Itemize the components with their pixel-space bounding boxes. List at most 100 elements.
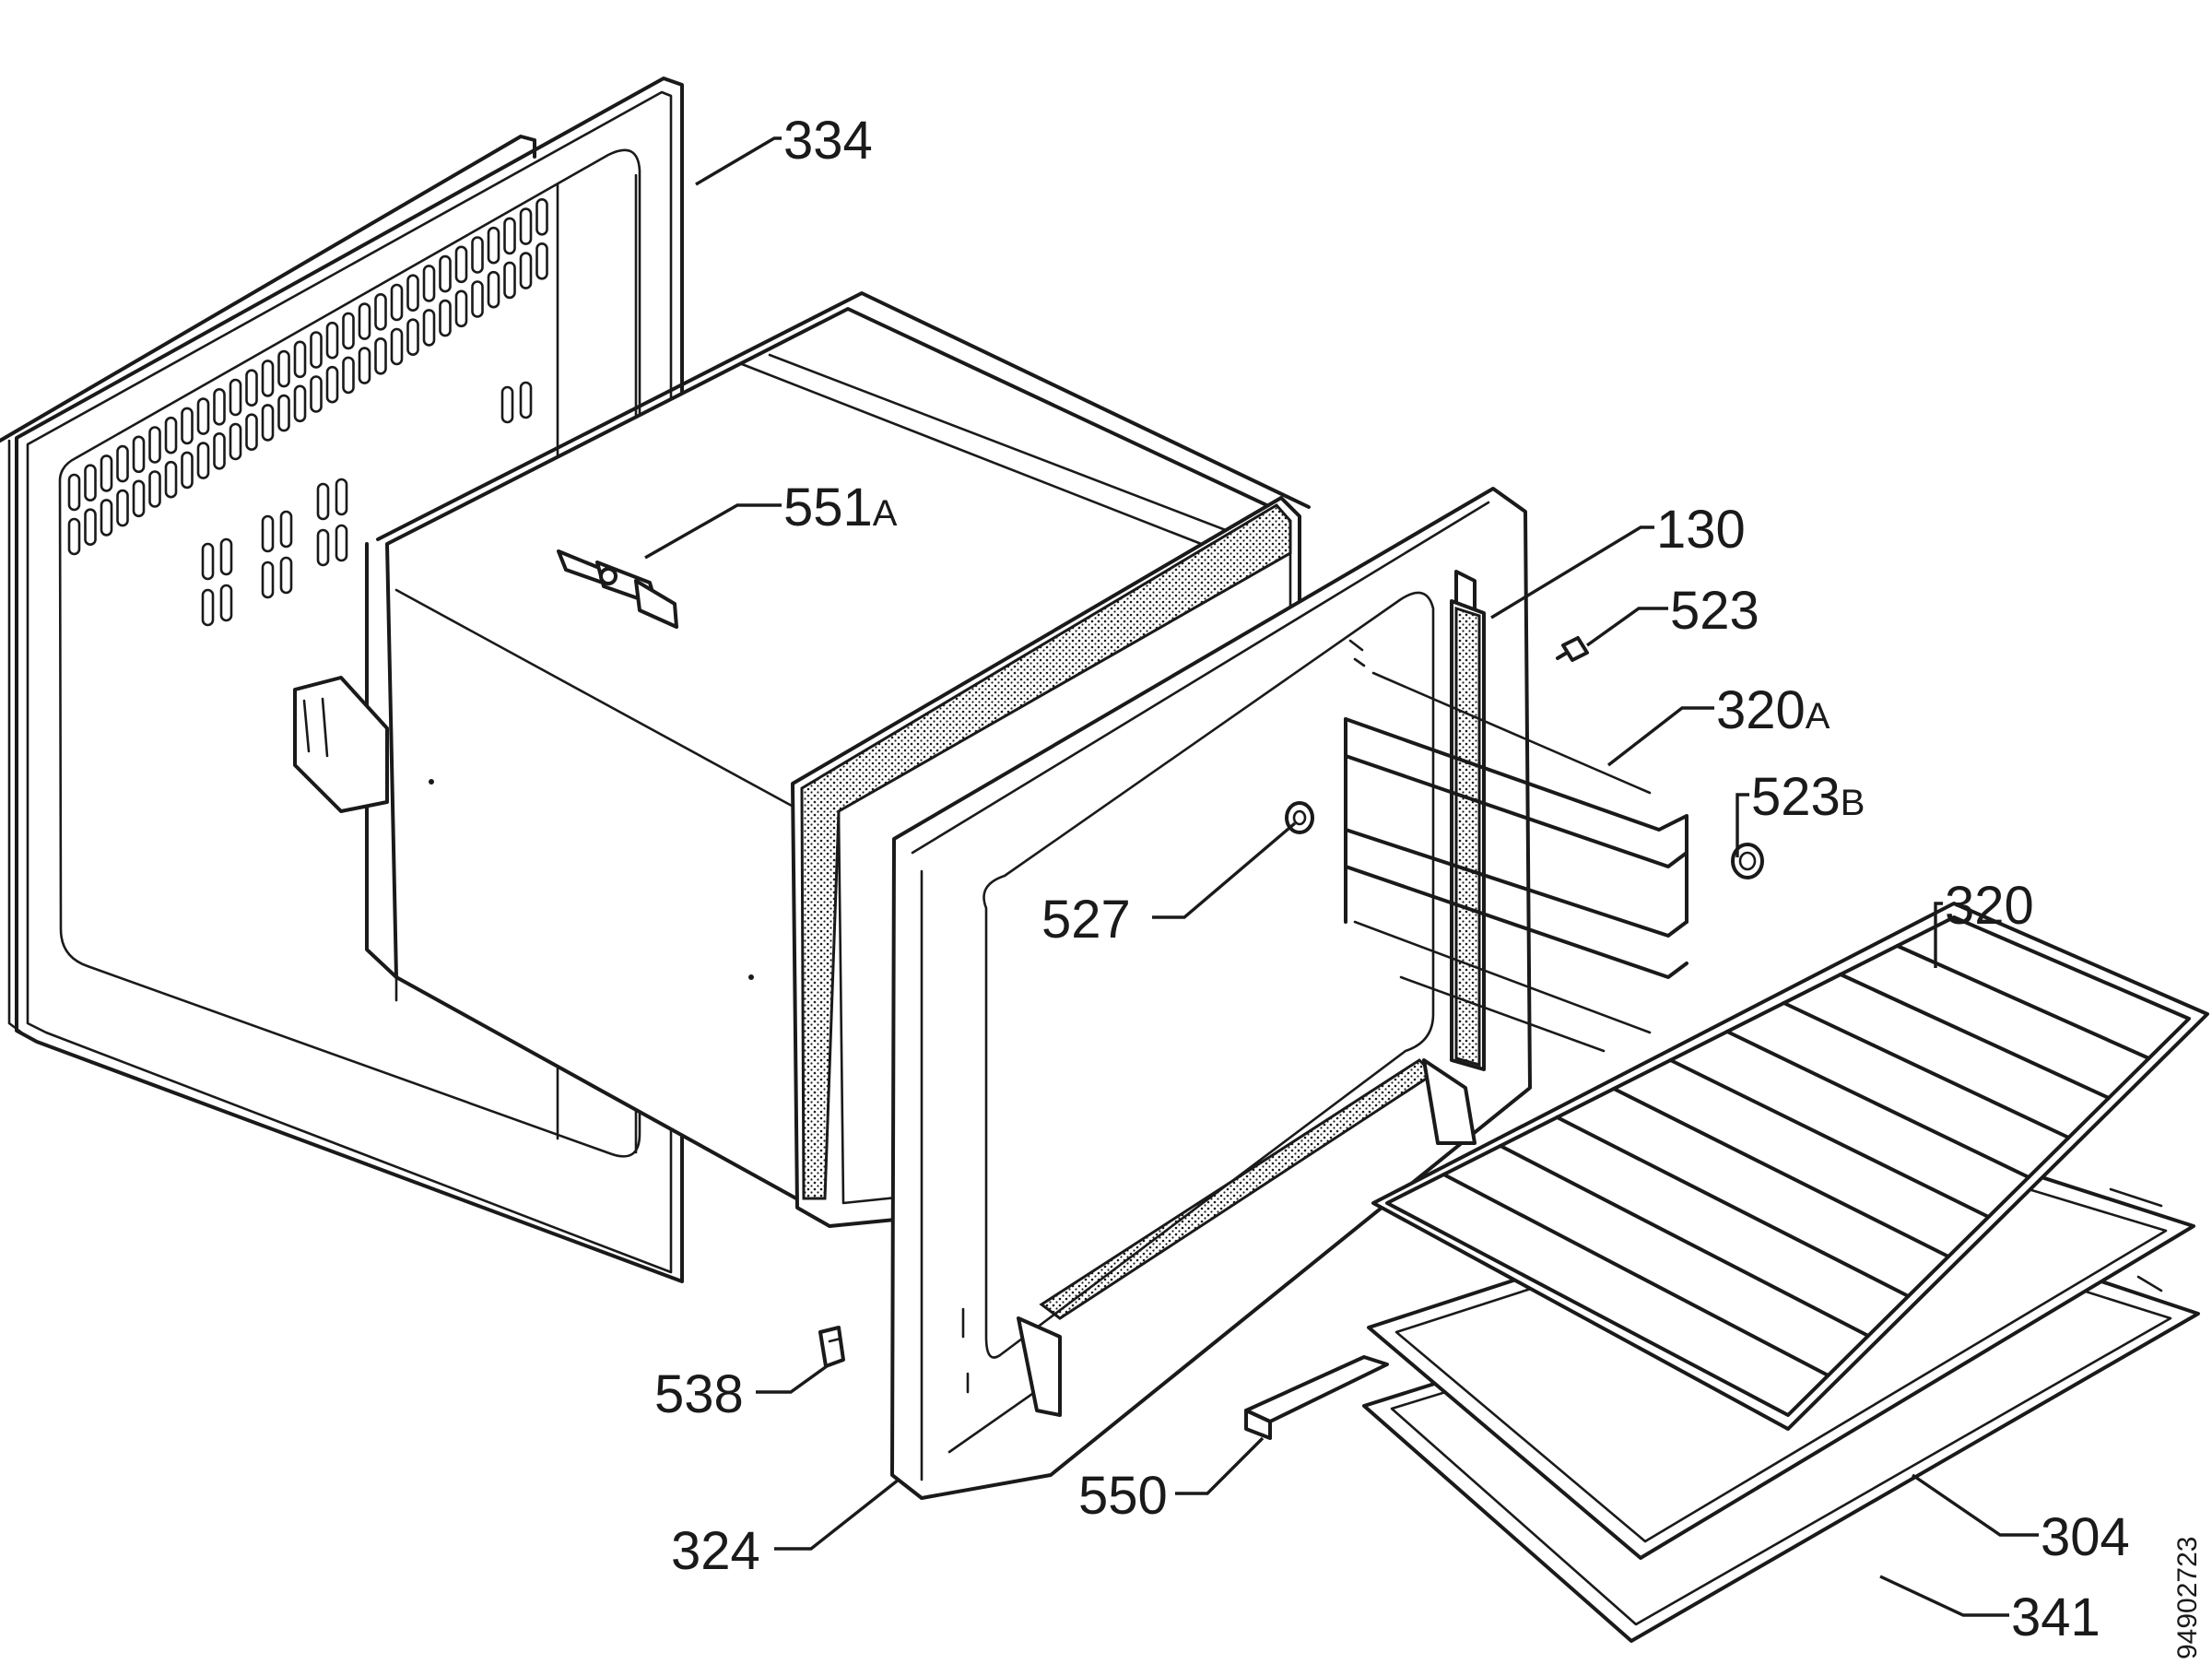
vent-slot (503, 217, 516, 255)
vent-slot (358, 302, 371, 340)
vent-slot (471, 236, 484, 274)
shelf-rods (1441, 944, 2151, 1377)
shelf-rod (1612, 1087, 1950, 1258)
vent-slot (229, 422, 242, 461)
callout-538: 538 (654, 1364, 744, 1424)
callout-527: 527 (1041, 890, 1131, 950)
vent-slot (487, 226, 500, 265)
drawing-number: 94902723 (2172, 1537, 2203, 1659)
vent-slot (422, 309, 436, 347)
callout-320: 320 (1945, 876, 2034, 936)
callout-labels: 334 551A 130 523 320A 523B 320 527 538 5… (654, 111, 2203, 1659)
vent-slot (116, 444, 129, 483)
vent-slot (279, 556, 293, 595)
vent-slot (67, 517, 81, 556)
vent-slot (219, 537, 233, 576)
vent-slot (245, 413, 258, 452)
vent-slot (335, 478, 348, 516)
vent-slot (164, 416, 178, 454)
vent-slots (67, 198, 548, 627)
vent-slot (406, 274, 419, 313)
screw-523 (1556, 636, 1589, 662)
vent-slot (335, 524, 348, 562)
vent-slot (219, 584, 233, 622)
callout-341: 341 (2011, 1587, 2100, 1647)
vent-slot (535, 198, 548, 236)
vent-slot (181, 407, 194, 445)
vent-slot (148, 470, 161, 508)
vent-slot (164, 460, 178, 499)
vent-slot (84, 508, 97, 547)
callout-523: 523 (1670, 581, 1759, 641)
vent-slot (84, 464, 97, 502)
vent-slot (390, 327, 404, 366)
vent-slot (277, 394, 290, 432)
vent-slot (342, 356, 355, 395)
nut-523b (1731, 843, 1764, 879)
vent-slot (261, 561, 275, 599)
callout-551a: 551A (783, 478, 898, 537)
vent-slot (293, 340, 307, 379)
shelf-rod (1441, 1173, 1830, 1377)
callout-130: 130 (1656, 500, 1746, 560)
vent-slot (261, 360, 275, 397)
vent-slot (229, 378, 242, 417)
vent-slot (310, 375, 323, 413)
vent-slot (519, 252, 533, 289)
vent-slot (261, 514, 275, 553)
vent-slot (132, 435, 146, 474)
shelf-runner-320a (1344, 671, 1688, 1053)
shelf-rod (1895, 944, 2151, 1060)
vent-slot (181, 451, 194, 490)
vent-slot (390, 283, 404, 322)
callout-550: 550 (1078, 1466, 1168, 1526)
shelf-rod (1555, 1115, 1911, 1298)
vent-slot (277, 349, 290, 388)
vent-slot (519, 207, 533, 245)
vent-slot (132, 479, 146, 518)
thermostat-probe-551a (557, 549, 678, 629)
vent-slot (325, 365, 339, 404)
vent-slot (316, 482, 330, 521)
vent-slot (535, 242, 548, 280)
vent-slot (316, 528, 330, 567)
vent-slot (100, 499, 113, 537)
leader-lines (644, 136, 2039, 1617)
shelf-rod (1725, 1030, 2030, 1179)
vent-slot (406, 318, 419, 357)
callout-334: 334 (783, 111, 873, 171)
vent-slot (201, 588, 215, 627)
vent-slot (503, 261, 516, 300)
vent-slot (293, 384, 307, 423)
callout-320a: 320A (1716, 680, 1830, 740)
vent-slot (374, 292, 387, 331)
vent-slot (196, 397, 210, 435)
vent-slot (487, 270, 500, 309)
vent-slot (245, 369, 258, 407)
vent-slot (422, 265, 436, 302)
vent-slot (148, 426, 161, 464)
vent-slot (454, 289, 468, 328)
vent-slot (67, 473, 81, 512)
callout-324: 324 (671, 1521, 760, 1581)
vent-slot (279, 510, 293, 549)
vent-slot (342, 312, 355, 350)
vent-slot (374, 336, 387, 375)
vent-slot (358, 347, 371, 384)
clip-538 (818, 1326, 845, 1368)
vent-slot (213, 431, 226, 470)
vent-slot (196, 442, 210, 479)
door-gasket-130 (1017, 599, 1486, 1417)
callout-304: 304 (2041, 1507, 2130, 1567)
wire-shelf-320 (1371, 902, 2209, 1431)
vent-slot (325, 321, 339, 360)
shelf-rod (1839, 973, 2111, 1100)
shelf-rod (1668, 1058, 1991, 1219)
shelf-rod (1782, 1001, 2071, 1139)
vent-slot (261, 404, 275, 442)
vent-slot (454, 245, 468, 284)
vent-slot (500, 385, 514, 424)
vent-slot (201, 542, 215, 581)
